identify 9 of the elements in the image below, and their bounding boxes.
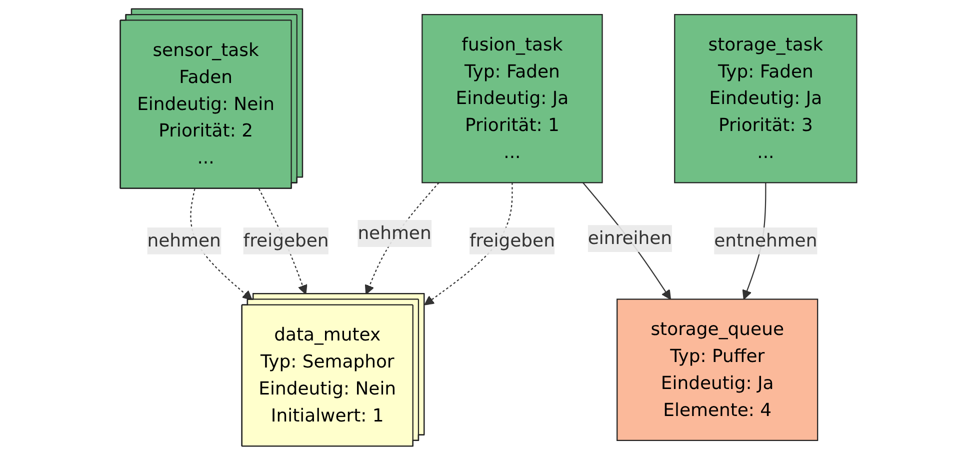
- edge-label: freigeben: [243, 230, 329, 252]
- node-box: fusion_task Typ: Faden Eindeutig: Ja Priorität: 1 ...: [422, 14, 603, 184]
- edge-label: nehmen: [358, 222, 432, 244]
- edge-label: freigeben: [469, 230, 555, 252]
- edge-label: nehmen: [147, 230, 221, 252]
- edge-label: entnehmen: [714, 230, 818, 252]
- node-box: storage_queue Typ: Puffer Eindeutig: Ja Elemente: 4: [616, 298, 818, 441]
- node-box: storage_task Typ: Faden Eindeutig: Ja Priorität: 3 ...: [674, 14, 858, 184]
- edge-label: einreihen: [588, 227, 672, 249]
